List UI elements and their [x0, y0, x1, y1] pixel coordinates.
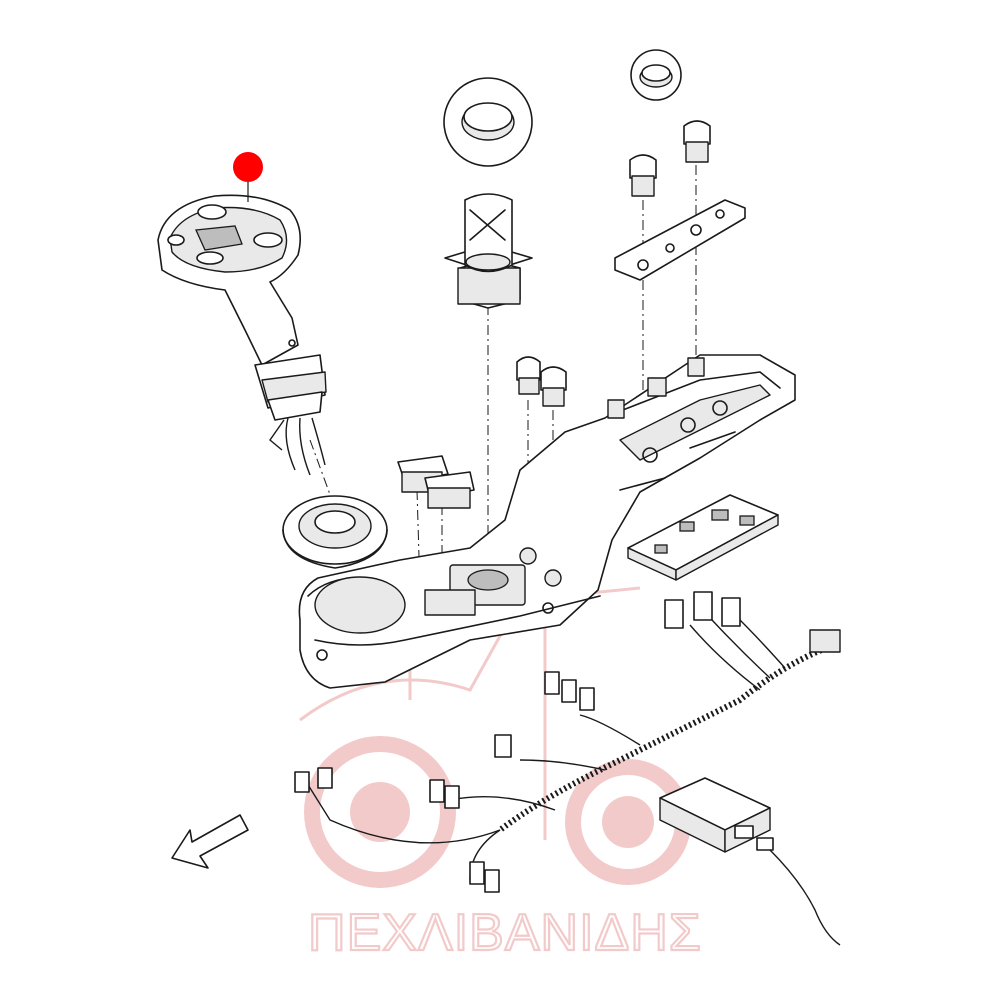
seal-cap-small [630, 49, 682, 101]
push-button-2 [540, 366, 567, 407]
seal-cap-large [443, 77, 533, 167]
joystick-handle [157, 194, 327, 476]
rubber-boot [282, 495, 388, 569]
circuit-board [627, 494, 779, 581]
rocker-switch-2 [424, 471, 475, 509]
multi-direction-control-lever [444, 193, 533, 309]
mounting-plate [614, 199, 746, 281]
connector-plug [809, 629, 841, 653]
wiring-harness [294, 591, 841, 893]
watermark: ΠΕΧΛΙΒΑΝΙΔΗΣ [299, 586, 702, 963]
push-button-1 [516, 356, 541, 395]
gear-left-icon [304, 736, 456, 888]
control-module [659, 777, 841, 946]
callout-marker [233, 152, 263, 202]
push-button-3 [629, 154, 657, 197]
callout-dot-icon [233, 152, 263, 182]
armrest-console-housing [298, 354, 796, 689]
watermark-text: ΠΕΧΛΙΒΑΝΙΔΗΣ [308, 904, 702, 962]
push-button-4 [683, 120, 711, 163]
direction-arrow-icon [171, 814, 249, 869]
